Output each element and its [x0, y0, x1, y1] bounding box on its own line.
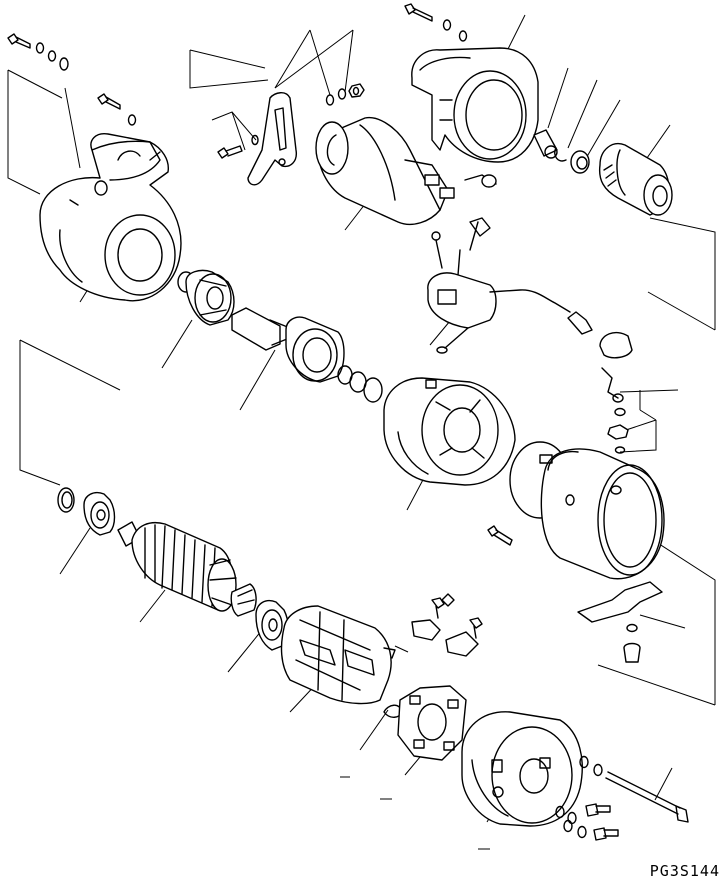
terminal-cover	[600, 333, 632, 358]
field-coil-lead	[578, 582, 662, 662]
shift-lever	[248, 93, 296, 185]
terminal-washers-and-nut	[608, 409, 628, 454]
reference-ticks	[340, 777, 490, 849]
magnetic-switch	[316, 118, 496, 236]
lever-bolt-and-washer	[218, 136, 258, 159]
drive-housing	[40, 134, 181, 301]
pinion-clutch	[600, 144, 672, 215]
bracket-bolt-and-washer	[98, 94, 136, 125]
rear-bracket	[462, 712, 582, 826]
yoke-screw	[488, 526, 512, 545]
terminal-lead	[602, 368, 623, 402]
washer-stack	[338, 366, 382, 402]
front-bracket-bolt-and-washers	[405, 4, 467, 41]
rear-screw-lower	[564, 821, 618, 841]
front-bracket	[412, 48, 538, 162]
center-bracket	[384, 378, 515, 485]
lever-nut-and-washers	[327, 84, 365, 105]
relay-cable-assembly	[428, 222, 592, 353]
brush-holder-b	[446, 618, 482, 656]
drawing-code: PG3S144	[649, 862, 720, 880]
planetary-shaft	[232, 308, 344, 382]
armature	[118, 522, 256, 616]
armature-front-bearing	[84, 493, 115, 535]
through-bolt	[606, 772, 688, 822]
top-left-bolt-and-washers	[8, 34, 68, 70]
yoke	[510, 442, 664, 579]
front-bearing	[178, 270, 234, 325]
brush-holder-a	[412, 594, 454, 640]
through-bolt-washers	[580, 757, 602, 776]
bushing	[534, 130, 557, 158]
brush-spring-cage	[282, 606, 395, 704]
armature-snap-ring	[58, 488, 74, 512]
snap-ring	[555, 148, 566, 161]
stop-ring	[571, 151, 589, 173]
brush-plate	[398, 686, 466, 760]
